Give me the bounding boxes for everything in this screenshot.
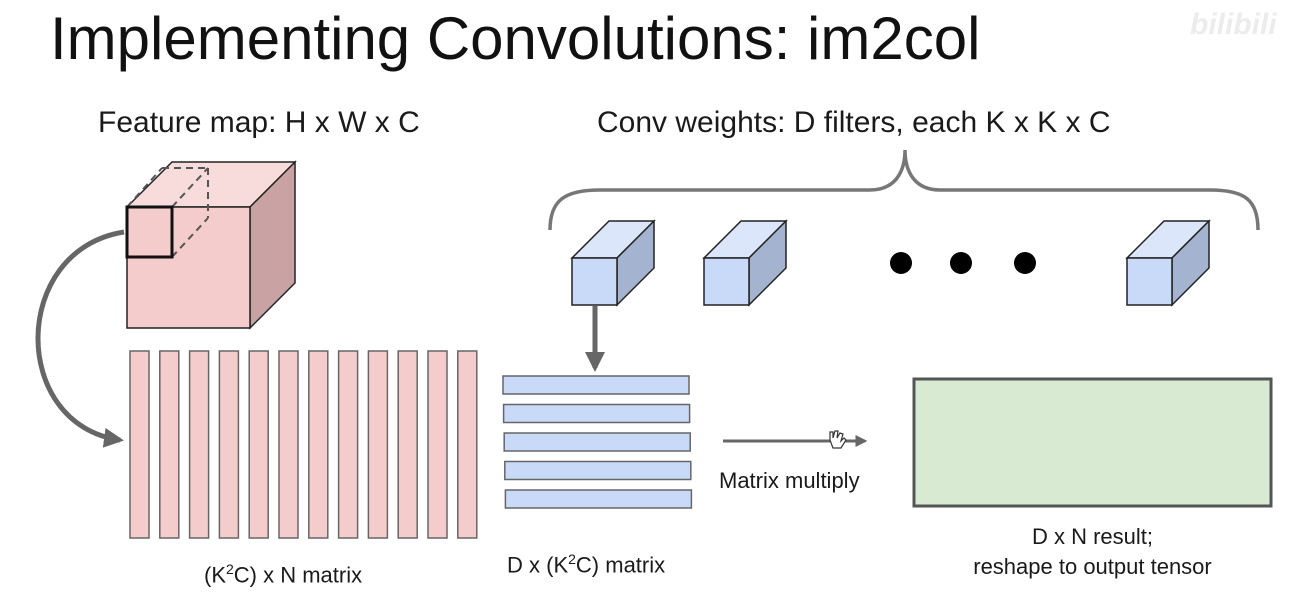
column-matrix-label: (K2C) x N matrix <box>204 561 363 588</box>
weight-matrix <box>502 375 693 509</box>
column-bar <box>248 350 269 539</box>
feature-map-label: Feature map: H x W x C <box>98 106 420 139</box>
column-bar <box>367 350 389 539</box>
weight-row-bar <box>503 432 691 452</box>
column-matrix <box>129 350 478 539</box>
filter-cube-2 <box>702 219 788 307</box>
im2col-curved-arrow <box>35 229 125 448</box>
result-label-line1: D x N result; <box>1031 524 1154 549</box>
filter-cube-1 <box>570 219 656 307</box>
feature-map-cube <box>125 160 297 330</box>
column-bar <box>308 350 329 539</box>
result-label-line2: reshape to output tensor <box>973 554 1212 579</box>
feature-cube-front <box>126 206 251 329</box>
weight-row-bar <box>504 460 692 481</box>
column-bar <box>218 350 240 539</box>
matrix-multiply-label: Matrix multiply <box>719 468 860 493</box>
filter-cube-last <box>1125 219 1211 307</box>
conv-weights-label: Conv weights: D filters, each K x K x C <box>597 106 1111 139</box>
result-matrix <box>912 377 1273 508</box>
column-bar <box>278 350 299 539</box>
receptive-window <box>125 167 209 259</box>
column-bar <box>397 350 418 539</box>
weight-row-bar <box>502 403 691 424</box>
column-bar <box>457 350 478 539</box>
column-bar <box>129 350 150 539</box>
weight-row-bar <box>504 489 693 509</box>
ellipsis-dots <box>890 252 1036 274</box>
column-bar <box>427 350 448 539</box>
filters-brace <box>548 149 1260 231</box>
bilibili-watermark: bilibili <box>1190 8 1277 41</box>
hand-cursor-icon <box>829 430 847 449</box>
column-bar <box>337 350 359 539</box>
weight-row-bar <box>502 375 690 395</box>
column-bar <box>159 350 180 539</box>
column-bar <box>188 350 210 539</box>
weight-matrix-label: D x (K2C) matrix <box>507 551 666 578</box>
slide-title: Implementing Convolutions: im2col <box>50 5 981 72</box>
